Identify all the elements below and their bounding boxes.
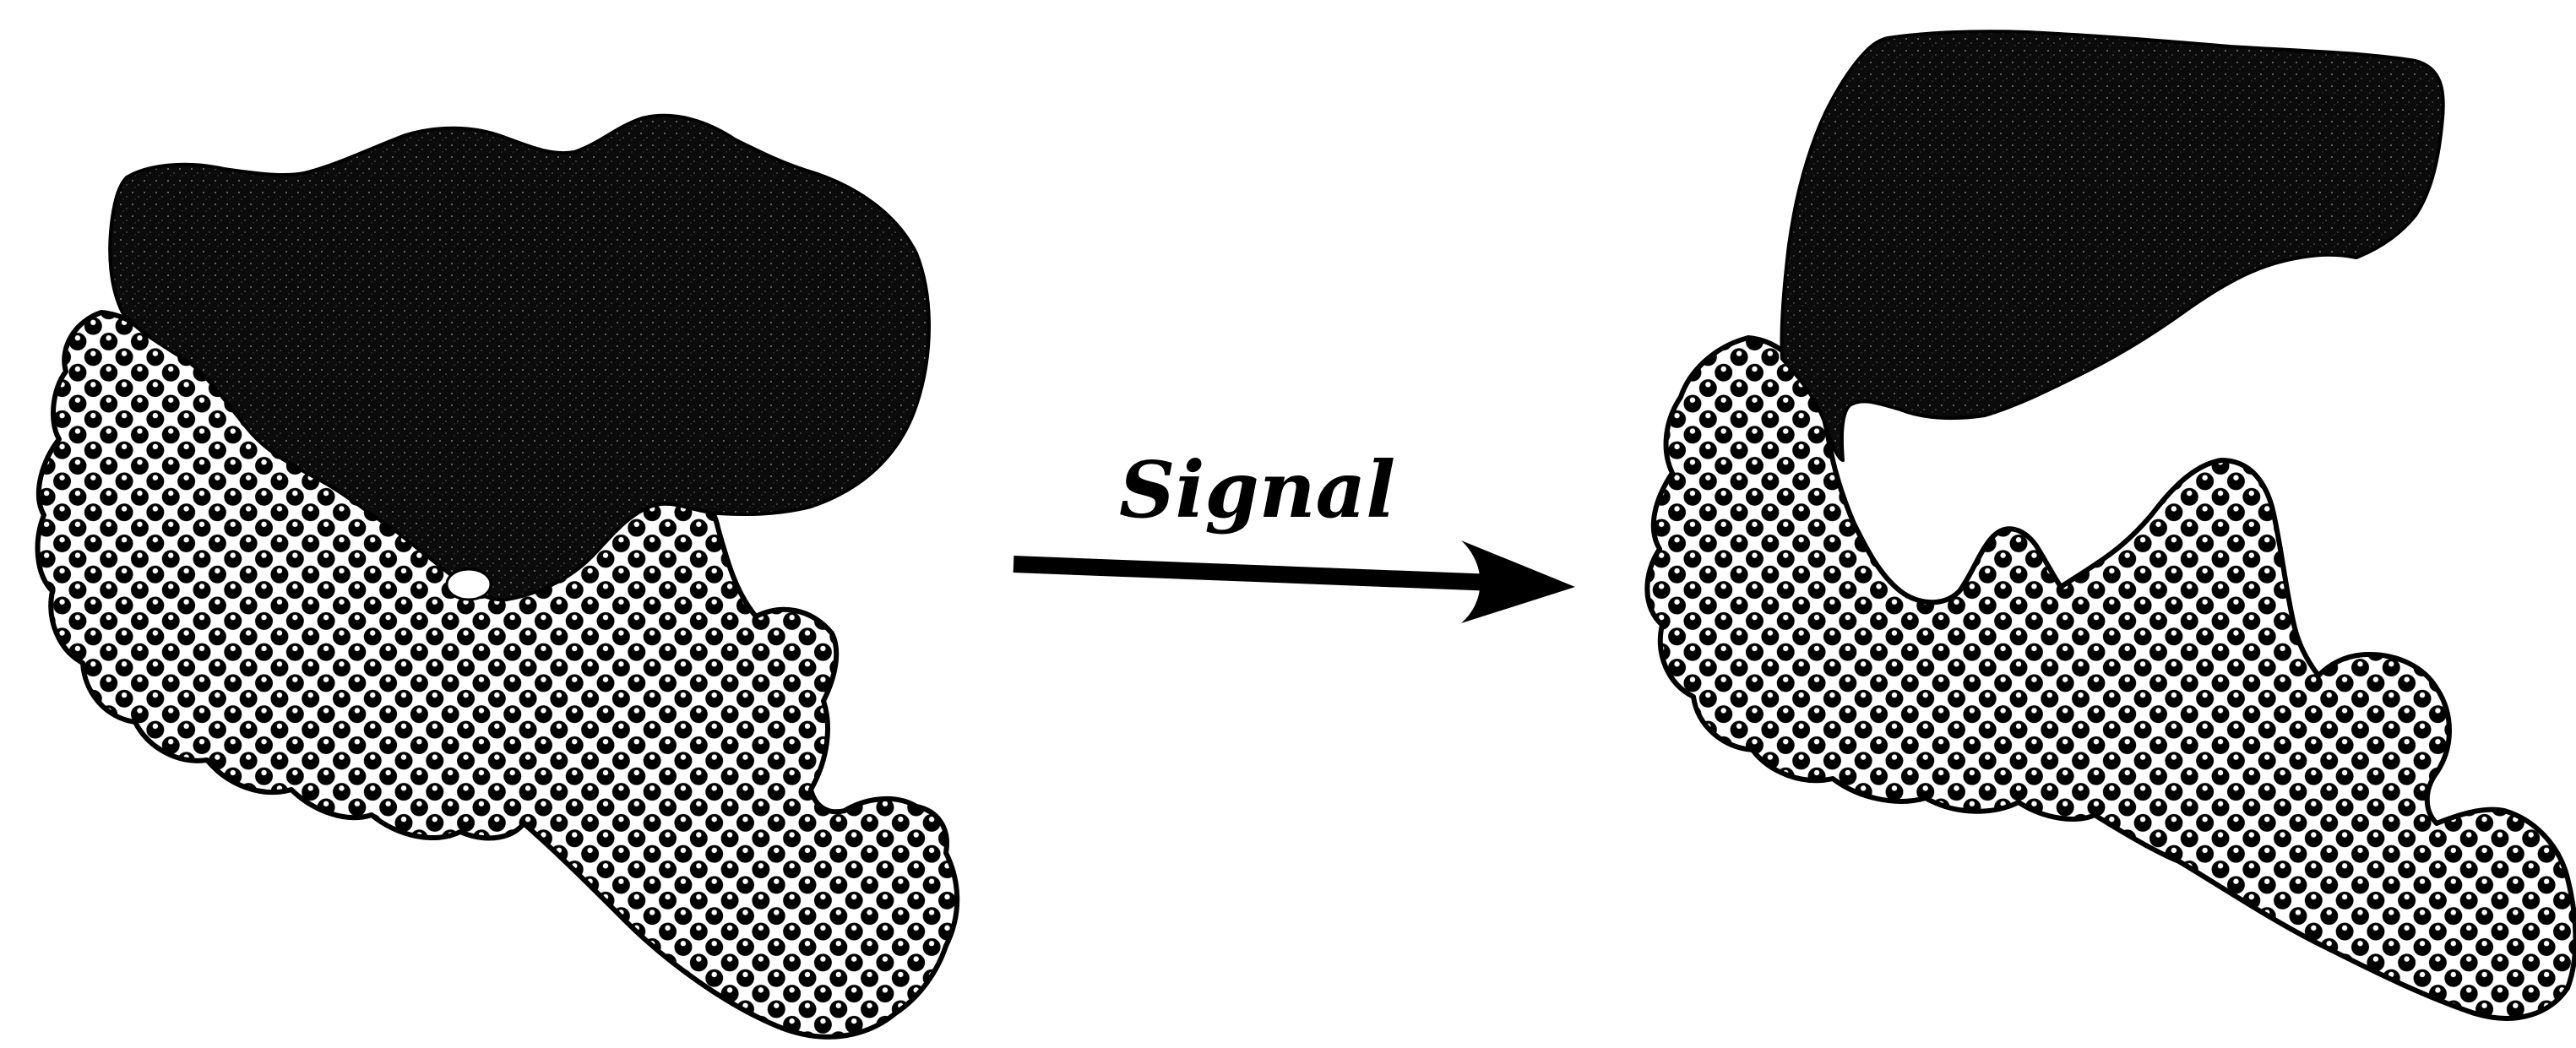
arrow-label: Signal: [1119, 444, 1395, 535]
open-conformation: [1647, 31, 2575, 1018]
right-dark-domain: [1781, 31, 2443, 460]
right-hatched-domain: [1647, 338, 2575, 1018]
right-arrow-icon: [1014, 540, 1575, 623]
left-notch: [447, 569, 491, 600]
closed-conformation: [38, 116, 958, 1037]
signal-arrow-group: Signal: [1014, 444, 1575, 623]
